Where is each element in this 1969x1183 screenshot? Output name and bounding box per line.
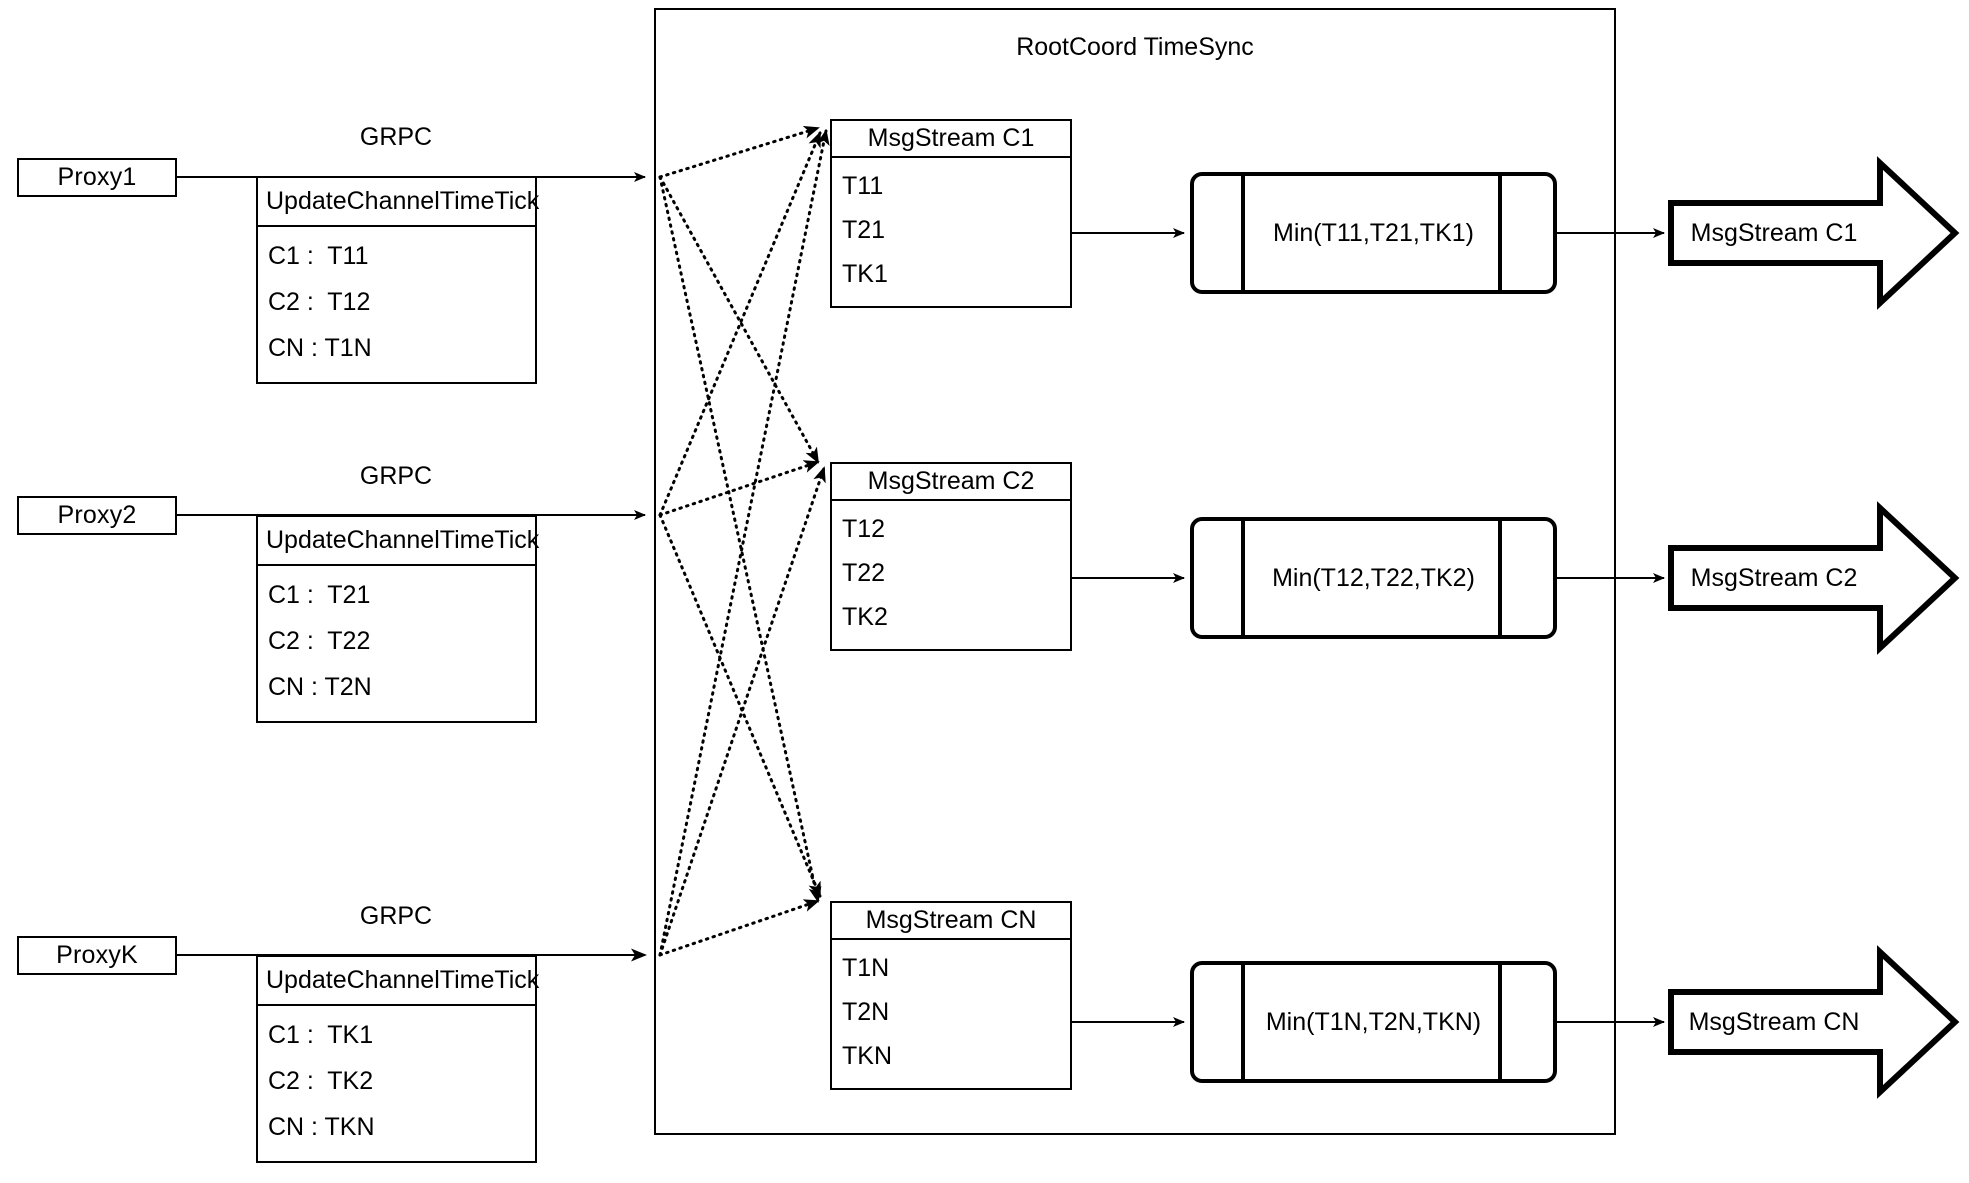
min-expression: Min(T1N,T2N,TKN) xyxy=(1265,1007,1482,1036)
rootcoord-timesync-title: RootCoord TimeSync xyxy=(1016,33,1254,61)
rpc-entry-row: CN : TKN xyxy=(268,1113,375,1142)
output-block-arrow-cn[interactable]: MsgStream CN xyxy=(1668,945,1960,1099)
msgstream-box-c2[interactable]: MsgStream C2 T12 T22 TK2 xyxy=(830,462,1072,651)
tick-row: TK1 xyxy=(842,259,888,288)
rpc-entries: C1 : T21 C2 : T22 CN : T2N xyxy=(258,566,535,721)
subroutine-bar-right xyxy=(1498,172,1502,294)
rpc-name-header: UpdateChannelTimeTick xyxy=(258,178,539,227)
min-process-c2[interactable]: Min(T12,T22,TK2) xyxy=(1190,517,1557,639)
proxy-box-2[interactable]: Proxy2 xyxy=(17,496,177,535)
rpc-entry-row: C2 : T22 xyxy=(268,626,371,655)
tick-row: T12 xyxy=(842,514,886,543)
min-expression: Min(T12,T22,TK2) xyxy=(1272,563,1475,592)
subroutine-bar-right xyxy=(1498,961,1502,1083)
rpc-entry-row: CN : T2N xyxy=(268,673,372,702)
min-process-c1[interactable]: Min(T11,T21,TK1) xyxy=(1190,172,1557,294)
rpc-entry-row: C1 : T21 xyxy=(268,580,371,609)
rpc-entry-row: C2 : T12 xyxy=(268,287,371,316)
proxy-label: Proxy2 xyxy=(57,501,137,529)
msgstream-title: MsgStream C2 xyxy=(832,464,1070,501)
rpc-entries: C1 : TK1 C2 : TK2 CN : TKN xyxy=(258,1006,535,1161)
rpc-entry-row: C2 : TK2 xyxy=(268,1066,374,1095)
output-label: MsgStream CN xyxy=(1688,1007,1860,1036)
rpc-name-header: UpdateChannelTimeTick xyxy=(258,517,539,566)
tick-row: T2N xyxy=(842,997,890,1026)
rpc-entries: C1 : T11 C2 : T12 CN : T1N xyxy=(258,227,535,382)
update-channel-timetick-box-k[interactable]: UpdateChannelTimeTick C1 : TK1 C2 : TK2 … xyxy=(256,955,539,1163)
subroutine-bar-left xyxy=(1241,961,1245,1083)
subroutine-bar-right xyxy=(1498,517,1502,639)
tick-row: T21 xyxy=(842,215,886,244)
min-expression: Min(T11,T21,TK1) xyxy=(1273,218,1474,247)
output-block-arrow-c1[interactable]: MsgStream C1 xyxy=(1668,156,1960,310)
protocol-label-2: GRPC xyxy=(359,462,433,490)
output-label: MsgStream C2 xyxy=(1690,563,1858,592)
proxy-box-1[interactable]: Proxy1 xyxy=(17,158,177,197)
output-label: MsgStream C1 xyxy=(1690,218,1858,247)
msgstream-ticks: T12 T22 TK2 xyxy=(832,501,1070,649)
tick-row: T22 xyxy=(842,558,886,587)
min-process-cn[interactable]: Min(T1N,T2N,TKN) xyxy=(1190,961,1557,1083)
msgstream-box-cn[interactable]: MsgStream CN T1N T2N TKN xyxy=(830,901,1072,1090)
tick-row: TKN xyxy=(842,1041,892,1070)
rpc-entry-row: CN : T1N xyxy=(268,334,372,363)
proxy-label: Proxy1 xyxy=(57,163,137,191)
protocol-label-1: GRPC xyxy=(359,123,433,151)
rpc-entry-row: C1 : T11 xyxy=(268,241,369,270)
subroutine-bar-left xyxy=(1241,172,1245,294)
update-channel-timetick-box-1[interactable]: UpdateChannelTimeTick C1 : T11 C2 : T12 … xyxy=(256,176,539,384)
msgstream-box-c1[interactable]: MsgStream C1 T11 T21 TK1 xyxy=(830,119,1072,308)
proxy-label: ProxyK xyxy=(56,941,138,969)
tick-row: TK2 xyxy=(842,602,888,631)
protocol-label-k: GRPC xyxy=(359,902,433,930)
msgstream-title: MsgStream CN xyxy=(832,903,1070,940)
msgstream-title: MsgStream C1 xyxy=(832,121,1070,158)
msgstream-ticks: T11 T21 TK1 xyxy=(832,158,1070,306)
tick-row: T1N xyxy=(842,953,890,982)
proxy-box-k[interactable]: ProxyK xyxy=(17,936,177,975)
subroutine-bar-left xyxy=(1241,517,1245,639)
tick-row: T11 xyxy=(842,171,884,200)
rpc-name-header: UpdateChannelTimeTick xyxy=(258,957,539,1006)
msgstream-ticks: T1N T2N TKN xyxy=(832,940,1070,1088)
output-block-arrow-c2[interactable]: MsgStream C2 xyxy=(1668,501,1960,655)
rootcoord-timesync-container xyxy=(654,8,1616,1135)
rpc-entry-row: C1 : TK1 xyxy=(268,1020,374,1049)
update-channel-timetick-box-2[interactable]: UpdateChannelTimeTick C1 : T21 C2 : T22 … xyxy=(256,515,539,723)
